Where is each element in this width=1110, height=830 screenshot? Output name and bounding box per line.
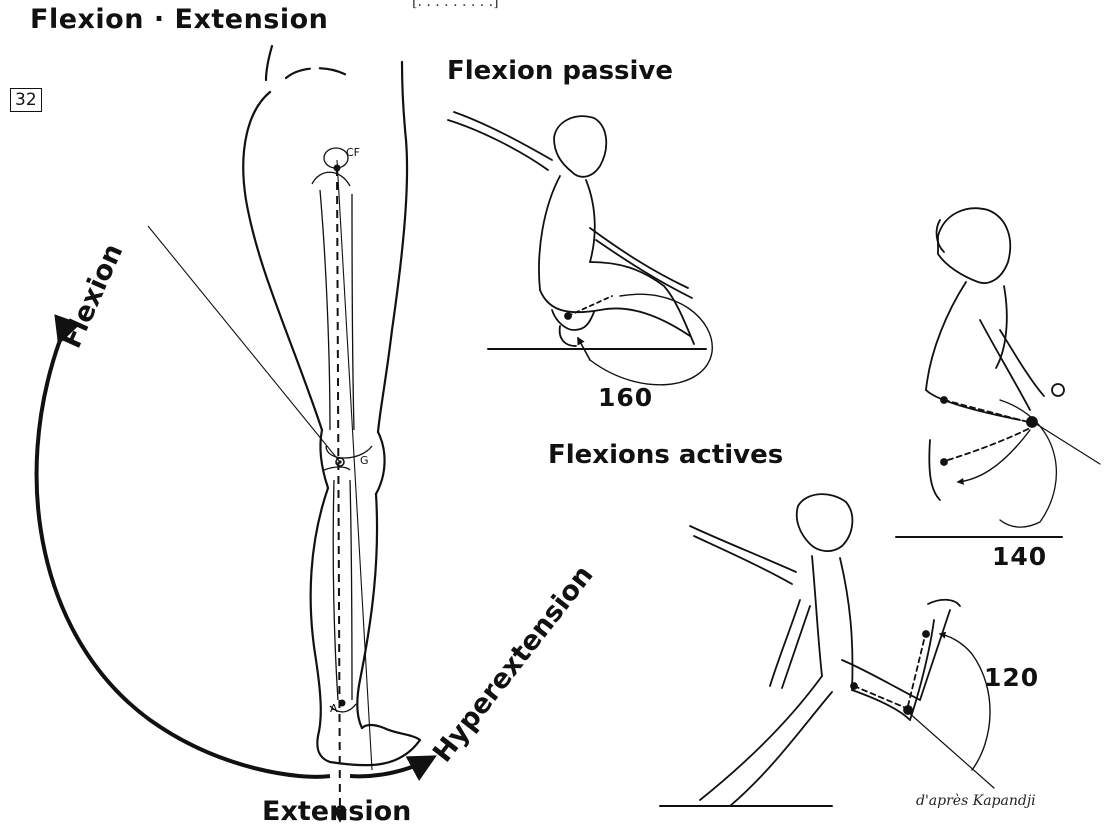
angle-140-label: 140 — [992, 542, 1047, 571]
active-kneeling-figure — [896, 208, 1100, 537]
passive-flexion-figure — [448, 112, 712, 385]
figure-number: 32 — [10, 88, 42, 112]
author-credit: d'après Kapandji — [916, 793, 1036, 809]
flexion-arc — [37, 340, 330, 777]
hyperextension-label: Hyperextension — [427, 560, 599, 769]
flexion-label: Flexion — [56, 239, 129, 353]
angle-120-label: 120 — [984, 663, 1039, 692]
ankle-point — [339, 700, 346, 707]
figure-title: Flexion · Extension — [30, 4, 328, 35]
hip-point — [334, 165, 341, 172]
angle-160-label: 160 — [598, 383, 653, 412]
leg-outline — [243, 46, 420, 765]
knee-point-label: G — [360, 454, 369, 467]
ankle-point-label: A — [330, 702, 338, 715]
extension-label: Extension — [262, 796, 411, 827]
active-standing-figure — [660, 494, 994, 806]
hip-point-label: CF — [346, 146, 360, 159]
active-flexions-title: Flexions actives — [548, 440, 783, 470]
passive-flexion-title: Flexion passive — [447, 56, 673, 86]
